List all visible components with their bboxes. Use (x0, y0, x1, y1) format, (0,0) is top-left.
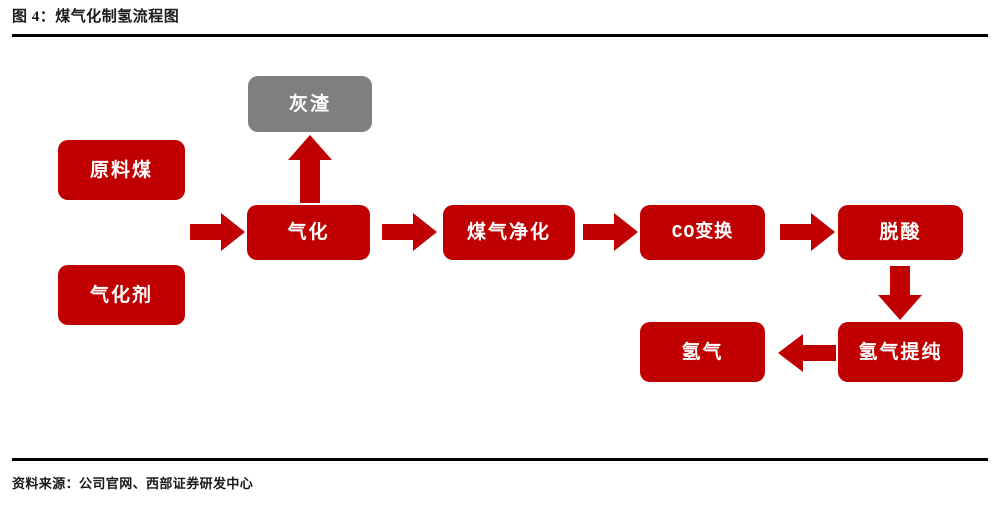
node-hydrogen[interactable]: 氢气 (640, 322, 765, 382)
arrow-right-icon-purification-to-shift (583, 213, 638, 251)
node-raw-coal-label: 原料煤 (89, 159, 153, 181)
arrow-right-icon-gasification-to-purification (382, 213, 437, 251)
top-divider-rule (12, 34, 988, 37)
node-raw-coal[interactable]: 原料煤 (58, 140, 185, 200)
node-deacidification-label: 脱酸 (879, 222, 922, 243)
node-gasifying-agent[interactable]: 气化剂 (58, 265, 185, 325)
arrow-right-icon-shift-to-deacidification (780, 213, 835, 251)
arrow-left-icon-h2purification-to-hydrogen (778, 334, 836, 372)
node-co-shift-label: CO变换 (671, 222, 734, 243)
arrow-down-icon-deacidification-to-h2purification (878, 266, 922, 320)
node-gasifying-agent-label: 气化剂 (89, 284, 153, 306)
flowchart-canvas: 原料煤 气化剂 灰渣 气化 煤气净化 CO变换 脱酸 氢气提纯 氢气 (0, 40, 1000, 455)
node-ash-slag[interactable]: 灰渣 (248, 76, 372, 132)
arrow-right-icon-feed-to-gasification (190, 213, 245, 251)
node-deacidification[interactable]: 脱酸 (838, 205, 963, 260)
bottom-divider-rule (12, 458, 988, 461)
node-co-shift[interactable]: CO变换 (640, 205, 765, 260)
node-gas-purification[interactable]: 煤气净化 (443, 205, 575, 260)
node-hydrogen-purification[interactable]: 氢气提纯 (838, 322, 963, 382)
node-gasification-label: 气化 (287, 222, 330, 243)
node-ash-slag-label: 灰渣 (288, 93, 331, 115)
node-hydrogen-label: 氢气 (681, 341, 724, 363)
node-gas-purification-label: 煤气净化 (466, 222, 551, 243)
node-hydrogen-purification-label: 氢气提纯 (858, 341, 943, 363)
node-gasification[interactable]: 气化 (247, 205, 370, 260)
arrow-up-icon-gasification-to-ash (288, 135, 332, 203)
figure-title: 图 4：煤气化制氢流程图 (12, 9, 180, 25)
source-note: 资料来源：公司官网、西部证券研发中心 (12, 476, 254, 491)
